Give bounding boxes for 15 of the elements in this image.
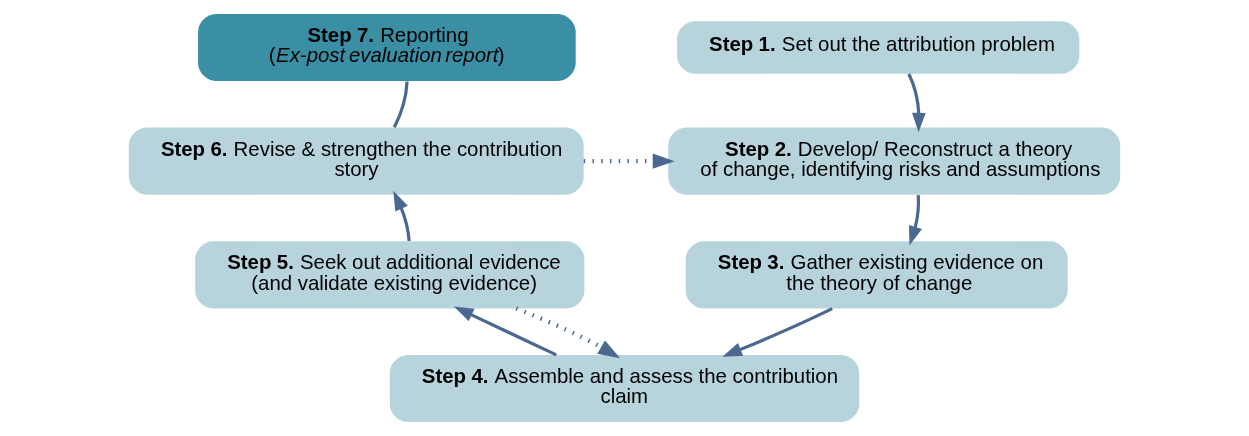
arrow [907,73,926,133]
arrow [583,153,675,169]
node-box: Step 1. Set out the attribution problem [677,21,1080,74]
node-box: Step 5. Seek out additional evidence (and validate existing evidence) [195,241,585,309]
node-box: Step 6. Revise & strengthen the contribution story [128,127,584,195]
node-box: Step 4. Assemble and assess the contribution claim [389,355,860,423]
arrow [908,195,922,246]
arrow [515,306,621,359]
arrow [393,190,411,242]
arrow [453,306,557,357]
node-box: Step 2. Develop/ Reconstruct a theory of change, identifying risks and assumptions [668,127,1121,195]
node-box: Step 3. Gather existing evidence on the theory of change [685,241,1068,309]
connector [392,81,409,128]
node-box: Step 7. Reporting (Ex-post evaluation report) [198,13,576,81]
arrow [722,307,833,357]
